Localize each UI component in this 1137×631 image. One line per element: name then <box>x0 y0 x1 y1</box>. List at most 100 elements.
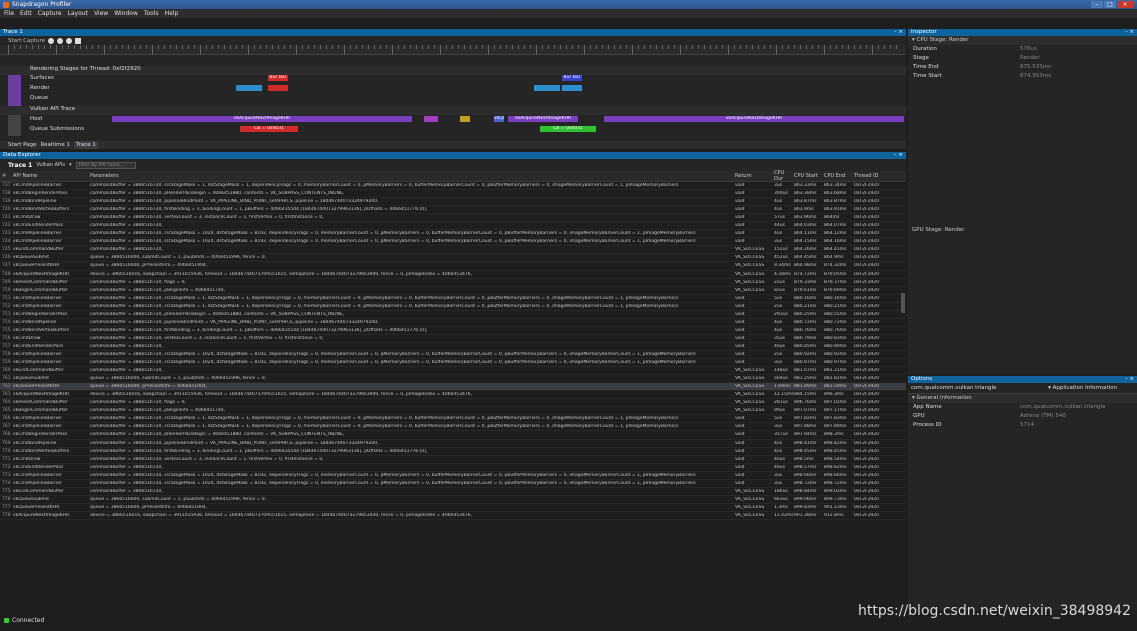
menu-help[interactable]: Help <box>164 10 179 17</box>
menu-window[interactable]: Window <box>114 10 138 17</box>
surfaces-bar[interactable]: Bur Bar <box>268 75 288 81</box>
col-cpu-end[interactable]: CPU End <box>824 173 846 179</box>
host-bar[interactable]: vkAcquireNextImageKHR <box>604 116 904 122</box>
tab-start-page[interactable]: Start Page <box>8 142 37 148</box>
col-cpu-dur[interactable]: CPU Dur <box>774 170 785 182</box>
host-bar[interactable]: vkAcquireNextImageKHR <box>112 116 412 122</box>
inspector-group[interactable]: ▾ CPU Stage: Render <box>908 36 1137 45</box>
menu-capture[interactable]: Capture <box>37 10 62 17</box>
options-target[interactable]: com.qualcomm.vulkan.triangle <box>911 385 997 391</box>
col-index[interactable]: # <box>2 173 7 179</box>
menu-tools[interactable]: Tools <box>143 10 159 17</box>
track-queue[interactable]: Queue <box>0 95 906 104</box>
track-host[interactable]: Host vkAcquireNextImageKHR vkQueue vkAcq… <box>0 116 906 125</box>
col-return[interactable]: Return <box>735 173 752 179</box>
time-ruler[interactable] <box>0 45 906 55</box>
host-bar[interactable] <box>424 116 438 122</box>
api-select[interactable]: Vulkan APIs <box>36 162 66 168</box>
settings-icon[interactable] <box>75 37 82 44</box>
zoom-fit-icon[interactable] <box>66 37 73 44</box>
scrollbar-thumb[interactable] <box>901 293 905 313</box>
col-api-name[interactable]: API Name <box>13 173 38 179</box>
render-bar[interactable] <box>236 85 262 91</box>
col-parameters[interactable]: Parameters <box>90 173 119 179</box>
cb-bar[interactable]: CB = 0x0031 <box>540 126 596 132</box>
tab-realtime[interactable]: Realtime 1 <box>40 142 71 148</box>
track-surfaces[interactable]: Surfaces Bur Bar Bur Bar <box>0 75 906 84</box>
col-cpu-start[interactable]: CPU Start <box>794 173 818 179</box>
menu-layout[interactable]: Layout <box>67 10 88 17</box>
render-bar[interactable] <box>534 85 560 91</box>
host-bar[interactable] <box>460 116 470 122</box>
zoom-in-icon[interactable] <box>48 37 55 44</box>
tab-trace[interactable]: Trace 1 <box>74 141 98 149</box>
close-icon[interactable]: × <box>1117 1 1133 8</box>
col-thread-id[interactable]: Thread ID <box>854 173 879 179</box>
start-capture-label[interactable]: Start Capture <box>8 37 46 44</box>
host-bar[interactable]: vkAcquireNextImageKHR <box>508 116 578 122</box>
menu-file[interactable]: File <box>4 10 15 17</box>
options-selection[interactable]: ▾ Application Information <box>1048 385 1117 391</box>
panel-close-icon[interactable]: – × <box>1124 376 1134 382</box>
zoom-out-icon[interactable] <box>57 37 64 44</box>
panel-close-icon[interactable]: – × <box>893 152 903 158</box>
surfaces-bar[interactable]: Bur Bar <box>562 75 582 81</box>
track-queue-submissions[interactable]: Queue Submissions CB = 0x0031 CB = 0x003… <box>0 126 906 135</box>
chevron-down-icon[interactable]: ▾ <box>69 162 72 168</box>
minimize-icon[interactable]: – <box>1091 1 1103 8</box>
cb-bar[interactable]: CB = 0x0031 <box>240 126 298 132</box>
render-bar[interactable] <box>268 85 288 91</box>
maximize-icon[interactable]: □ <box>1104 1 1116 8</box>
host-bar[interactable]: vkQueue <box>494 116 504 122</box>
menu-edit[interactable]: Edit <box>20 10 32 17</box>
render-bar[interactable] <box>562 85 582 91</box>
panel-close-icon[interactable]: – × <box>893 29 903 35</box>
vulkan-header[interactable]: Vulkan API Trace <box>0 106 906 115</box>
menu-view[interactable]: View <box>93 10 109 17</box>
options-group[interactable]: ▾ General Information <box>908 394 1137 403</box>
